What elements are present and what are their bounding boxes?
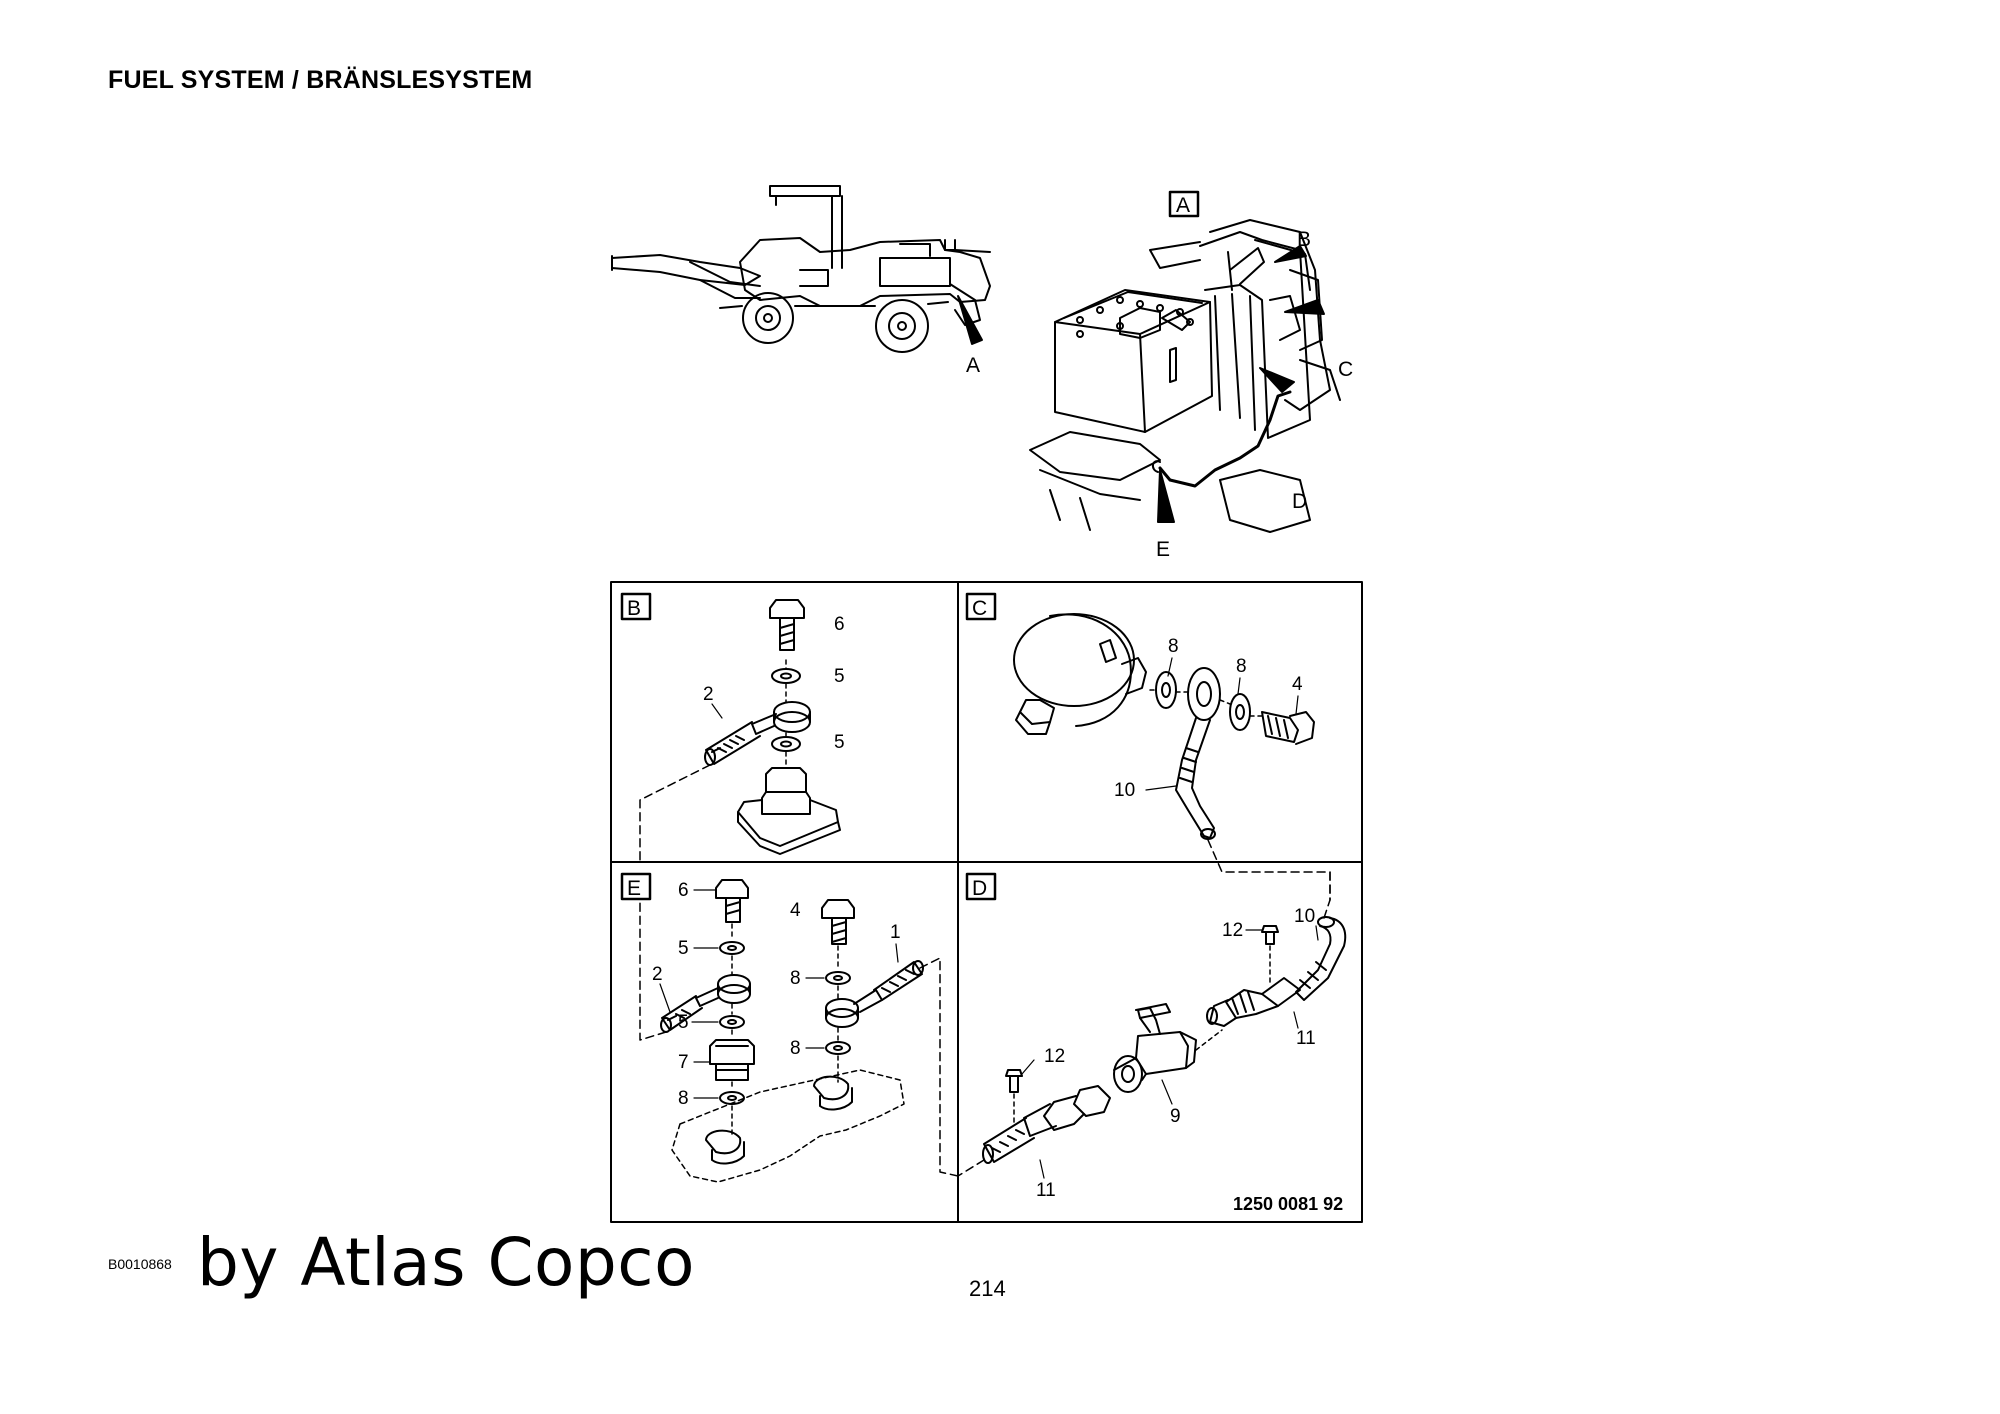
panel-c-item-8: 8 bbox=[1168, 636, 1179, 657]
panel-d-box-label: D bbox=[972, 877, 987, 900]
panel-e-item-7: 7 bbox=[678, 1052, 689, 1073]
panel-c-item-8-second: 8 bbox=[1236, 656, 1247, 677]
panel-d-item-12-lower: 12 bbox=[1044, 1046, 1065, 1067]
overview-label-a: A bbox=[966, 354, 980, 377]
pointer-label-e: E bbox=[1156, 538, 1170, 561]
panel-e-item-4: 4 bbox=[790, 900, 801, 921]
panel-b-parts bbox=[639, 599, 841, 863]
panel-b-item-6: 6 bbox=[834, 614, 845, 635]
panel-c-parts bbox=[1013, 613, 1331, 901]
drill-rig-overview bbox=[611, 185, 991, 353]
panel-c-item-4: 4 bbox=[1292, 674, 1303, 695]
panel-b-item-5-lower: 5 bbox=[834, 732, 845, 753]
pointer-label-d: D bbox=[1292, 490, 1307, 513]
panel-e-item-8-bottom: 8 bbox=[678, 1088, 689, 1109]
panel-e-item-8-lower: 8 bbox=[790, 1038, 801, 1059]
panel-d-item-10: 10 bbox=[1294, 906, 1315, 927]
panel-e-box-label: E bbox=[627, 877, 641, 900]
panel-d-item-11-lower: 11 bbox=[1036, 1180, 1056, 1201]
detail-a-engine-view bbox=[1029, 219, 1341, 533]
panel-d-parts bbox=[957, 871, 1347, 1177]
panel-b-item-5: 5 bbox=[834, 666, 845, 687]
panel-d-item-9: 9 bbox=[1170, 1106, 1181, 1127]
brand-watermark: by Atlas Copco bbox=[197, 1224, 695, 1301]
drawing-number: 1250 0081 92 bbox=[1233, 1194, 1343, 1214]
panel-e-parts bbox=[639, 879, 959, 1183]
panel-d-item-12: 12 bbox=[1222, 920, 1243, 941]
panel-e-item-6: 6 bbox=[678, 880, 689, 901]
panel-e-item-5-lower: 5 bbox=[678, 1012, 689, 1033]
panel-e-item-5: 5 bbox=[678, 938, 689, 959]
pointer-label-b: B bbox=[1297, 228, 1311, 251]
panel-d-item-11: 11 bbox=[1296, 1028, 1316, 1049]
page-title: FUEL SYSTEM / BRÄNSLESYSTEM bbox=[108, 66, 533, 94]
panel-e-item-1: 1 bbox=[890, 922, 901, 943]
panel-c-item-10: 10 bbox=[1114, 780, 1135, 801]
panel-c-box-label: C bbox=[972, 597, 987, 620]
image-code: B0010868 bbox=[108, 1256, 172, 1272]
panel-e-item-2: 2 bbox=[652, 964, 663, 985]
pointer-label-c: C bbox=[1338, 358, 1353, 381]
detail-a-box-label: A bbox=[1176, 194, 1190, 217]
panel-b-item-2: 2 bbox=[703, 684, 714, 705]
panel-e-item-8: 8 bbox=[790, 968, 801, 989]
page-number: 214 bbox=[969, 1276, 1006, 1301]
panel-b-box-label: B bbox=[627, 597, 641, 620]
